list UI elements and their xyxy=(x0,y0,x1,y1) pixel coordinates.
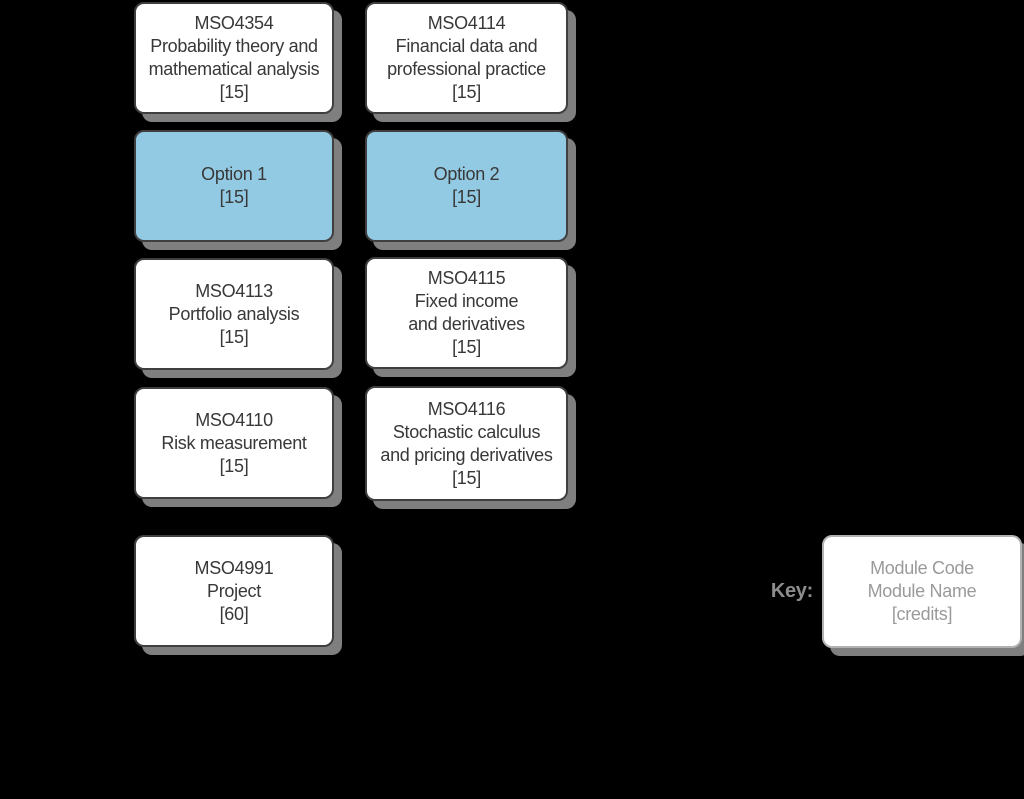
module-code: MSO4114 xyxy=(427,13,506,33)
module-box-mso4354: MSO4354 Probability theory and mathemati… xyxy=(134,2,334,114)
module-credits: [60] xyxy=(219,603,249,624)
module-code: MSO4116 xyxy=(427,398,506,419)
key-credits-line: [credits] xyxy=(891,604,953,624)
module-name-line: and pricing derivatives xyxy=(380,444,553,465)
module-code: MSO4354 xyxy=(194,13,274,33)
module-name-line: Probability theory and xyxy=(150,36,318,56)
module-box-mso4115: MSO4115 Fixed income and derivatives [15… xyxy=(365,257,568,369)
module-name-line: Risk measurement xyxy=(161,432,307,453)
key-label: Key: xyxy=(770,580,813,602)
module-name-line: Fixed income xyxy=(414,291,519,311)
option-box-1: Option 1 [15] xyxy=(134,130,334,242)
module-credits: [15] xyxy=(452,467,481,488)
module-credits: [15] xyxy=(452,187,481,207)
module-name-line: mathematical analysis xyxy=(148,59,320,79)
option-box-2: Option 2 [15] xyxy=(365,130,568,242)
module-box-mso4991: MSO4991 Project [60] xyxy=(134,535,334,647)
module-code: MSO4110 xyxy=(195,409,273,430)
module-credits: [15] xyxy=(219,82,249,102)
option-label: Option 2 xyxy=(433,164,500,184)
module-credits: [15] xyxy=(452,82,481,102)
module-credits: [15] xyxy=(219,455,249,476)
module-name-line: Portfolio analysis xyxy=(168,303,300,324)
option-label: Option 1 xyxy=(201,164,267,184)
key-module-name-line: Module Name xyxy=(867,581,977,601)
module-box-mso4116: MSO4116 Stochastic calculus and pricing … xyxy=(365,386,568,501)
key-box: Module Code Module Name [credits] xyxy=(822,535,1022,648)
module-code: MSO4991 xyxy=(194,557,274,578)
module-code: MSO4115 xyxy=(427,268,506,288)
module-name-line: and derivatives xyxy=(408,314,525,334)
module-name-line: Financial data and xyxy=(395,36,538,56)
module-code: MSO4113 xyxy=(195,280,273,301)
module-box-mso4114: MSO4114 Financial data and professional … xyxy=(365,2,568,114)
module-name-line: Stochastic calculus xyxy=(392,421,541,442)
module-name-line: professional practice xyxy=(387,59,546,79)
module-credits: [15] xyxy=(219,326,249,347)
key-module-code-line: Module Code xyxy=(870,558,974,578)
module-name-line: Project xyxy=(207,580,261,601)
module-box-mso4110: MSO4110 Risk measurement [15] xyxy=(134,387,334,499)
module-box-mso4113: MSO4113 Portfolio analysis [15] xyxy=(134,258,334,370)
module-credits: [15] xyxy=(219,187,249,207)
module-credits: [15] xyxy=(452,337,481,357)
